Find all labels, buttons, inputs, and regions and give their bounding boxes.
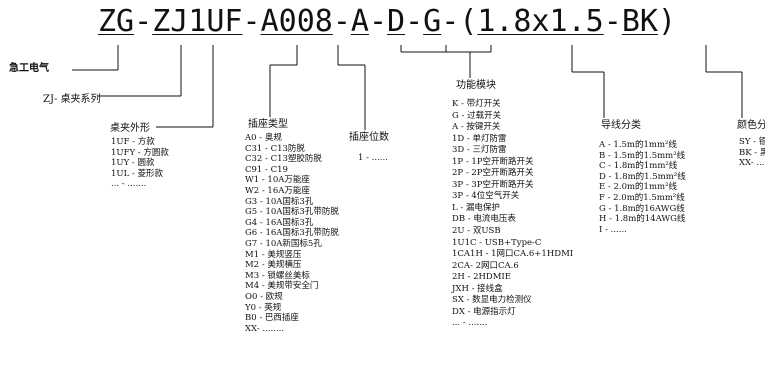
code-function-3: G — [423, 4, 442, 39]
list-item: 3D - 三灯防雷 — [452, 145, 507, 156]
list-item: BK - 黑 — [739, 147, 765, 158]
code-dash: - — [405, 4, 424, 39]
list-item: 2P - 2P空开断路开关 — [452, 168, 534, 179]
list-item: A0 - 奥规 — [245, 133, 282, 143]
color-class-title: 颜色分 — [737, 120, 765, 131]
list-item: G6 - 16A国标3孔带防脱 — [245, 228, 339, 239]
list-item: C - 1.8m的1mm²线 — [599, 161, 678, 172]
list-item: ... - ....... — [452, 318, 488, 329]
socket-count-list: 1 - ...... — [358, 153, 388, 164]
list-item: DX - 电源指示灯 — [452, 306, 516, 317]
list-item: K - 带灯开关 — [452, 99, 501, 109]
list-item: A - 按键开关 — [452, 122, 501, 133]
code-brand: ZG — [98, 4, 135, 39]
code-function-2: D — [387, 4, 406, 39]
list-item: D - 1.8m的1.5mm²线 — [599, 171, 686, 182]
function-module-list: K - 带灯开关 G - 过载开关 A - 按键开关 1D - 单灯防雷 3D … — [452, 99, 573, 330]
color-class-list: SY - 银 BK - 黑 XX- ... — [739, 137, 765, 169]
list-item: 1CA1H - 1网口CA.6+1HDMI — [452, 249, 574, 260]
list-item: I - ...... — [599, 224, 627, 235]
list-item: ... - ....... — [111, 179, 147, 190]
list-item: 1UF - 方款 — [111, 137, 155, 147]
list-item: 1 - ...... — [358, 153, 388, 163]
cable-class-title: 导线分类 — [601, 120, 641, 131]
list-item: M2 - 美规横压 — [245, 260, 302, 271]
code-dash: - — [441, 4, 460, 39]
list-item: B0 - 巴西插座 — [245, 313, 299, 324]
list-item: M4 - 美规带安全门 — [245, 281, 319, 292]
code-dash: - — [134, 4, 153, 39]
list-item: H - 1.8m的14AWG线 — [599, 214, 686, 225]
list-item: DB - 电流电压表 — [452, 214, 516, 225]
list-item: 1U1C - USB+Type-C — [452, 237, 542, 248]
code-socket-count: 08 — [296, 4, 333, 39]
list-item: G - 1.8m的16AWG线 — [599, 203, 685, 214]
socket-count-title: 插座位数 — [349, 132, 389, 143]
list-item: XX- ........ — [245, 323, 284, 334]
code-color: BK — [621, 4, 658, 39]
list-item: 2H - 2HDMIE — [452, 272, 511, 283]
series-label: ZJ- 桌夹系列 — [43, 94, 101, 105]
list-item: W1 - 10A万能座 — [245, 175, 310, 186]
socket-type-title: 插座类型 — [248, 119, 288, 130]
function-module-title: 功能模块 — [456, 80, 496, 91]
list-item: G7 - 10A新国标5孔 — [245, 238, 322, 249]
code-function-1: A — [350, 4, 369, 39]
code-shape: 1UF — [188, 4, 243, 39]
list-item: SY - 银 — [739, 137, 765, 147]
list-item: 2CA- 2网口CA.6 — [452, 260, 519, 271]
list-item: JXH - 接线盒 — [452, 283, 503, 294]
list-item: 3P - 3P空开断路开关 — [452, 179, 534, 190]
code-paren-close: ) — [657, 4, 676, 39]
list-item: 1D - 单灯防雷 — [452, 133, 507, 144]
cable-class-list: A - 1.5m的1mm²线 B - 1.5m的1.5mm²线 C - 1.8m… — [599, 140, 686, 235]
shape-title: 桌夹外形 — [110, 123, 150, 134]
socket-type-list: A0 - 奥规 C31 - C13防脱 C32 - C13塑胶防脱 C91 - … — [245, 133, 339, 334]
list-item: F - 2.0m的1.5mm²线 — [599, 192, 685, 203]
code-dash: - — [603, 4, 622, 39]
list-item: E - 2.0m的1mm²线 — [599, 182, 677, 193]
model-code: ZG-ZJ1UF-A008-A-D-G-(1.8x1.5-BK) — [98, 2, 676, 42]
list-item: L - 漏电保护 — [452, 202, 500, 213]
list-item: M1 - 美规竖压 — [245, 249, 302, 260]
list-item: 1P - 1P空开断路开关 — [452, 156, 534, 167]
code-socket-type: A0 — [260, 4, 297, 39]
list-item: A - 1.5m的1mm²线 — [599, 140, 677, 150]
list-item: 3P - 4位空气开关 — [452, 191, 520, 202]
list-item: O0 - 欧规 — [245, 291, 283, 302]
list-item: SX - 数显电力检测仪 — [452, 295, 532, 306]
list-item: G5 - 10A国标3孔带防脱 — [245, 207, 339, 218]
code-cable: 1.8x1.5 — [477, 4, 604, 39]
list-item: G - 过载开关 — [452, 110, 502, 121]
brand-label: 急工电气 — [9, 63, 49, 74]
list-item: M3 - 锁螺丝美标 — [245, 270, 310, 281]
code-dash: - — [242, 4, 261, 39]
code-dash: - — [368, 4, 387, 39]
code-paren-open: ( — [459, 4, 478, 39]
code-dash: - — [332, 4, 351, 39]
list-item: 1UY - 圆款 — [111, 158, 155, 169]
list-item: 1UL - 菱形款 — [111, 168, 163, 179]
list-item: B - 1.5m的1.5mm²线 — [599, 150, 686, 161]
list-item: XX- ... — [739, 158, 765, 169]
list-item: C31 - C13防脱 — [245, 143, 305, 154]
code-series: ZJ — [152, 4, 189, 39]
list-item: 2U - 双USB — [452, 226, 501, 237]
list-item: 1UFY - 方圆款 — [111, 147, 169, 158]
list-item: G4 - 16A国标3孔 — [245, 217, 314, 228]
list-item: C32 - C13塑胶防脱 — [245, 154, 322, 165]
list-item: Y0 - 英规 — [245, 302, 282, 313]
list-item: G3 - 10A国标3孔 — [245, 196, 314, 207]
list-item: W2 - 16A万能座 — [245, 185, 310, 196]
list-item: C91 - C19 — [245, 164, 288, 175]
shape-list: 1UF - 方款 1UFY - 方圆款 1UY - 圆款 1UL - 菱形款 .… — [111, 137, 169, 190]
